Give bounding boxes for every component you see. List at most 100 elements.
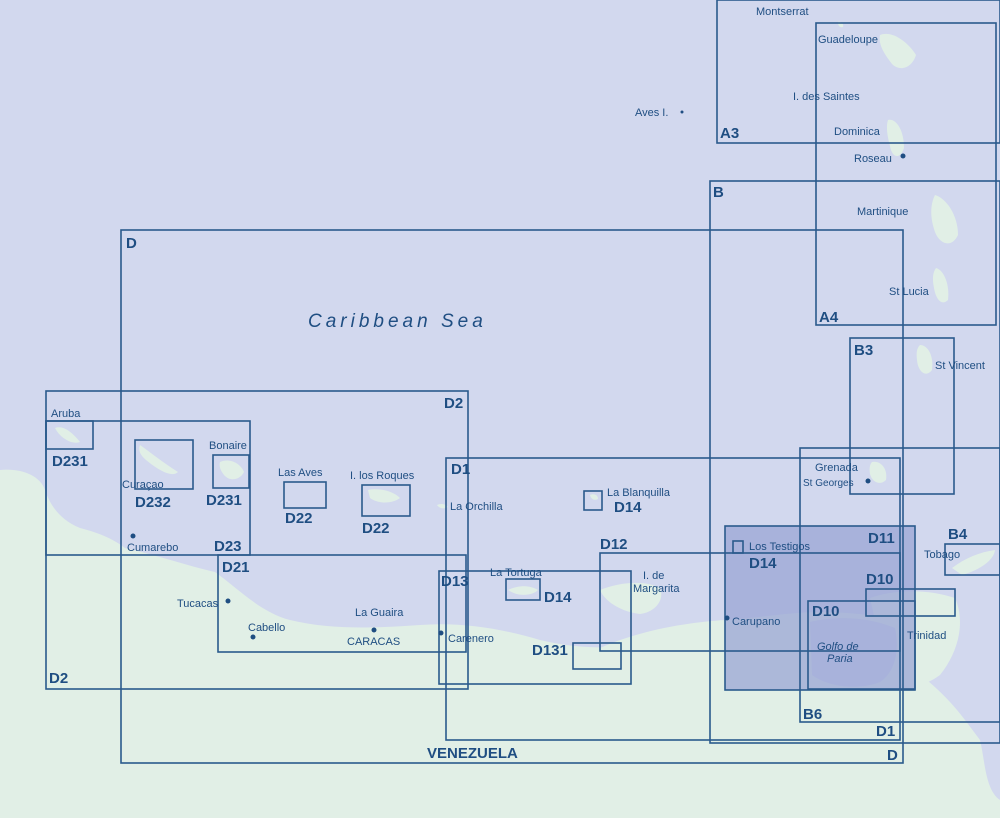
chart-label-d1: D1 bbox=[451, 461, 470, 478]
roseau-dot bbox=[900, 153, 906, 159]
place-martinique: Martinique bbox=[857, 206, 908, 218]
chart-label-d14-blanquilla: D14 bbox=[614, 499, 642, 516]
cabello-dot bbox=[250, 634, 256, 640]
chart-label-d231-aruba: D231 bbox=[52, 453, 88, 470]
island-martinique bbox=[931, 195, 958, 244]
chart-box-d14-tortuga[interactable] bbox=[505, 578, 541, 601]
island-aruba bbox=[55, 427, 80, 443]
island-los-roques bbox=[368, 489, 400, 503]
chart-box-b4[interactable] bbox=[944, 543, 1000, 576]
chart-label-d12: D12 bbox=[600, 536, 628, 553]
gulf-label-line1: Golfo de bbox=[817, 641, 859, 653]
place-cabello: Cabello bbox=[248, 622, 285, 634]
chart-boxes bbox=[45, 0, 1000, 764]
chart-box-a4[interactable] bbox=[815, 22, 997, 326]
chart-label-d: D bbox=[126, 235, 137, 252]
island-guadeloupe bbox=[879, 33, 916, 69]
chart-label-d14-tortuga: D14 bbox=[544, 589, 572, 606]
place-dominica: Dominica bbox=[834, 126, 881, 138]
chart-box-b3[interactable] bbox=[849, 337, 955, 495]
country-label: VENEZUELA bbox=[427, 745, 518, 762]
island-grenada bbox=[869, 461, 887, 483]
chart-box-d11[interactable] bbox=[724, 525, 916, 691]
place-cumarebo: Cumarebo bbox=[127, 542, 178, 554]
place-la-orchilla: La Orchilla bbox=[450, 501, 503, 513]
place-i-de: I. de bbox=[643, 570, 664, 582]
chart-box-d131[interactable] bbox=[572, 642, 622, 670]
place-i-des-saintes: I. des Saintes bbox=[793, 91, 860, 103]
place-margarita: Margarita bbox=[633, 583, 680, 595]
place-caracas: CARACAS bbox=[347, 636, 400, 648]
chart-box-d12[interactable] bbox=[599, 552, 901, 652]
peninsula-paraguana bbox=[0, 469, 125, 556]
place-st-georges: St Georges bbox=[803, 478, 854, 489]
place-i-los-roques: I. los Roques bbox=[350, 470, 415, 482]
island-dominica bbox=[886, 119, 904, 157]
chart-box-a3[interactable] bbox=[716, 0, 1000, 144]
chart-label-b: B bbox=[713, 184, 724, 201]
place-st-vincent: St Vincent bbox=[935, 360, 985, 372]
place-la-blanquilla: La Blanquilla bbox=[607, 487, 671, 499]
place-carenero: Carenero bbox=[448, 633, 494, 645]
place-guadeloupe: Guadeloupe bbox=[818, 34, 878, 46]
chart-box-d22-roques[interactable] bbox=[361, 484, 411, 517]
gulf-label-line2: Paria bbox=[827, 653, 853, 665]
place-los-testigos: Los Testigos bbox=[749, 541, 810, 553]
chart-box-d10[interactable] bbox=[865, 588, 956, 617]
chart-label-d10-lower: D10 bbox=[812, 603, 840, 620]
island-st-vincent bbox=[916, 345, 933, 374]
chart-box-d23[interactable] bbox=[45, 420, 251, 556]
chart-box-d14-blanquilla[interactable] bbox=[583, 490, 603, 511]
place-aves-i: Aves I. bbox=[635, 107, 668, 119]
chart-box-d231-bonaire[interactable] bbox=[212, 454, 250, 489]
chart-label-d22-roques: D22 bbox=[362, 520, 390, 537]
st-georges-dot bbox=[865, 478, 871, 484]
chart-box-d[interactable] bbox=[120, 229, 904, 764]
place-tucacas: Tucacas bbox=[177, 598, 219, 610]
mainland-venezuela bbox=[0, 544, 1000, 818]
chart-box-b[interactable] bbox=[709, 180, 1000, 744]
place-la-guaira: La Guaira bbox=[355, 607, 404, 619]
chart-label-d231-bonaire: D231 bbox=[206, 492, 242, 509]
island-tobago bbox=[952, 550, 995, 575]
chart-label-d10: D10 bbox=[866, 571, 894, 588]
chart-label-d1-bottom: D1 bbox=[876, 723, 895, 740]
carenero-dot bbox=[438, 630, 444, 636]
chart-box-d22-aves[interactable] bbox=[283, 481, 327, 509]
carupano-dot bbox=[724, 615, 730, 621]
aves-island-dot bbox=[680, 110, 684, 114]
tucacas-dot bbox=[225, 598, 231, 604]
chart-box-d14-testigos[interactable] bbox=[732, 540, 744, 554]
island-bonaire bbox=[219, 460, 244, 480]
place-bonaire: Bonaire bbox=[209, 440, 247, 452]
chart-label-d21: D21 bbox=[222, 559, 250, 576]
place-aruba: Aruba bbox=[51, 408, 81, 420]
sea-label: Caribbean Sea bbox=[308, 311, 487, 332]
chart-box-d21[interactable] bbox=[217, 554, 467, 653]
chart-label-a3: A3 bbox=[720, 125, 739, 142]
chart-labels: A3 A4 B B3 B4 B6 D D D1 D1 D2 D2 D10 D10… bbox=[49, 125, 968, 764]
place-st-lucia: St Lucia bbox=[889, 286, 930, 298]
cumarebo-dot bbox=[130, 533, 136, 539]
chart-label-d131: D131 bbox=[532, 642, 568, 659]
place-dots bbox=[130, 110, 906, 640]
chart-box-d231-aruba[interactable] bbox=[45, 420, 94, 450]
place-carupano: Carupano bbox=[732, 616, 780, 628]
place-grenada: Grenada bbox=[815, 462, 859, 474]
chart-label-d2: D2 bbox=[444, 395, 463, 412]
chart-label-d232: D232 bbox=[135, 494, 171, 511]
place-labels: Montserrat Guadeloupe I. des Saintes Ave… bbox=[51, 6, 985, 648]
chart-label-b6: B6 bbox=[803, 706, 822, 723]
place-tobago: Tobago bbox=[924, 549, 960, 561]
chart-label-d22-aves: D22 bbox=[285, 510, 313, 527]
chart-label-d23: D23 bbox=[214, 538, 242, 555]
chart-label-a4: A4 bbox=[819, 309, 839, 326]
place-la-tortuga: La Tortuga bbox=[490, 567, 543, 579]
chart-box-d232[interactable] bbox=[134, 439, 194, 490]
caracas-dot bbox=[371, 627, 377, 633]
chart-label-b4: B4 bbox=[948, 526, 968, 543]
island-la-blanquilla bbox=[590, 494, 598, 500]
chart-label-d11: D11 bbox=[868, 530, 895, 547]
chart-box-d13[interactable] bbox=[438, 570, 632, 685]
